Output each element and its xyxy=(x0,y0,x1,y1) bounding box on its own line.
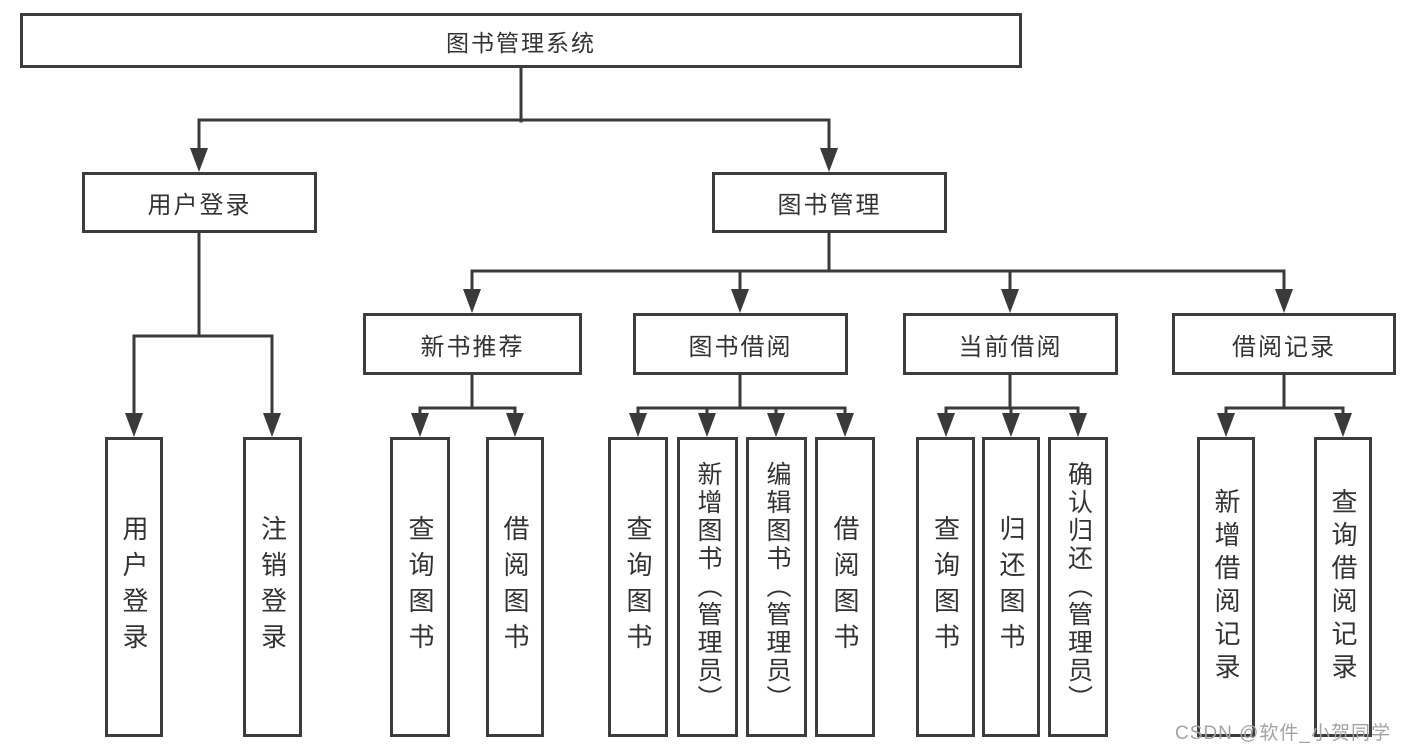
leaf-confirm-return-admin-label: 确认归还（管理员） xyxy=(1064,461,1093,713)
leaf-add-borrow-record: 新增借阅记录 xyxy=(1197,437,1255,737)
node-book-management-module: 图书管理 xyxy=(712,172,947,233)
leaf-query-books-borrow: 查询图书 xyxy=(608,437,668,737)
leaf-query-books-current: 查询图书 xyxy=(916,437,975,737)
leaf-borrow-books-borrow: 借阅图书 xyxy=(815,437,875,737)
leaf-query-books-current-label: 查询图书 xyxy=(930,515,961,659)
leaf-query-books-borrow-label: 查询图书 xyxy=(623,515,653,659)
leaf-user-login: 用户登录 xyxy=(105,437,163,737)
node-new-book-recommendation: 新书推荐 xyxy=(363,313,582,375)
node-system-root: 图书管理系统 xyxy=(20,13,1022,68)
node-current-borrowing: 当前借阅 xyxy=(903,313,1118,375)
leaf-query-borrow-record: 查询借阅记录 xyxy=(1314,437,1372,737)
leaf-edit-book-admin-label: 编辑图书（管理员） xyxy=(763,461,791,713)
leaf-user-login-label: 用户登录 xyxy=(119,515,149,659)
leaf-confirm-return-admin: 确认归还（管理员） xyxy=(1048,437,1108,737)
leaf-add-book-admin-label: 新增图书（管理员） xyxy=(694,461,722,713)
leaf-query-books-recommend-label: 查询图书 xyxy=(405,515,435,659)
leaf-logout: 注销登录 xyxy=(243,437,302,737)
leaf-add-book-admin: 新增图书（管理员） xyxy=(677,437,738,737)
leaf-return-book-label: 归还图书 xyxy=(996,515,1026,659)
leaf-borrow-books-recommend: 借阅图书 xyxy=(486,437,544,737)
node-book-borrowing: 图书借阅 xyxy=(633,313,848,375)
leaf-add-borrow-record-label: 新增借阅记录 xyxy=(1211,488,1241,686)
leaf-query-borrow-record-label: 查询借阅记录 xyxy=(1328,488,1358,686)
leaf-edit-book-admin: 编辑图书（管理员） xyxy=(746,437,807,737)
csdn-watermark: CSDN @软件_小贺同学 xyxy=(1175,723,1391,744)
node-borrowing-records: 借阅记录 xyxy=(1172,313,1396,375)
leaf-return-book: 归还图书 xyxy=(982,437,1040,737)
leaf-logout-label: 注销登录 xyxy=(257,515,288,659)
leaf-query-books-recommend: 查询图书 xyxy=(390,437,450,737)
leaf-borrow-books-recommend-label: 借阅图书 xyxy=(500,515,530,659)
node-user-login-module: 用户登录 xyxy=(82,172,317,233)
leaf-borrow-books-borrow-label: 借阅图书 xyxy=(830,515,860,659)
